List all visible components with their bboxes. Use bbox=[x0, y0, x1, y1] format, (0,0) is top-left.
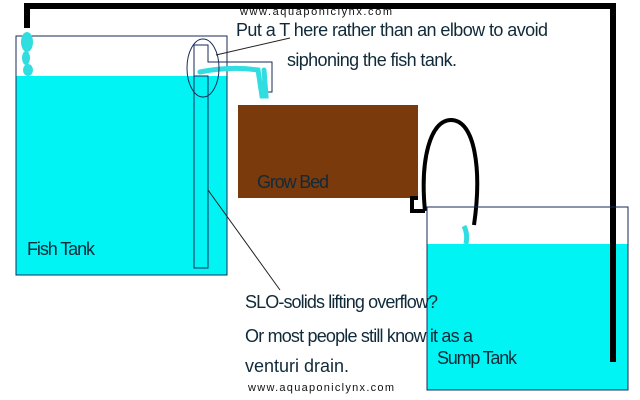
inlet-splash bbox=[21, 32, 33, 76]
return-pipe bbox=[24, 3, 616, 362]
fish-tank bbox=[15, 35, 228, 276]
tee-pointer-line bbox=[215, 37, 291, 56]
sump-splash bbox=[461, 224, 470, 245]
note-tee-line1: Put a T here rather than an elbow to avo… bbox=[236, 20, 548, 40]
slo-standpipe bbox=[186, 38, 273, 269]
sump-tank-outline bbox=[426, 206, 629, 391]
fish-tank-outline bbox=[15, 35, 228, 276]
bell-siphon-loop bbox=[421, 117, 480, 226]
note-slo-line3: venturi drain. bbox=[245, 356, 349, 376]
watermark-top: www.aquaponiclynx.com bbox=[239, 6, 392, 18]
note-slo-line2: Or most people still know it as a bbox=[245, 326, 474, 346]
tee-highlight-ellipse bbox=[186, 38, 220, 98]
grow-bed-label: Grow Bed bbox=[257, 172, 329, 192]
sump-tank bbox=[426, 206, 629, 391]
fish-tank-label: Fish Tank bbox=[27, 239, 96, 259]
watermark-bottom: www.aquaponiclynx.com bbox=[247, 382, 394, 394]
sump-tank-label: Sump Tank bbox=[437, 348, 518, 368]
note-tee-line2: siphoning the fish tank. bbox=[287, 50, 457, 70]
fish-tank-water bbox=[16, 76, 227, 275]
grow-bed bbox=[238, 105, 418, 198]
slo-pointer-line bbox=[207, 189, 281, 291]
grow-bed-drain bbox=[410, 196, 425, 213]
sump-tank-water bbox=[427, 244, 628, 390]
note-slo-line1: SLO-solids lifting overflow? bbox=[245, 292, 438, 312]
